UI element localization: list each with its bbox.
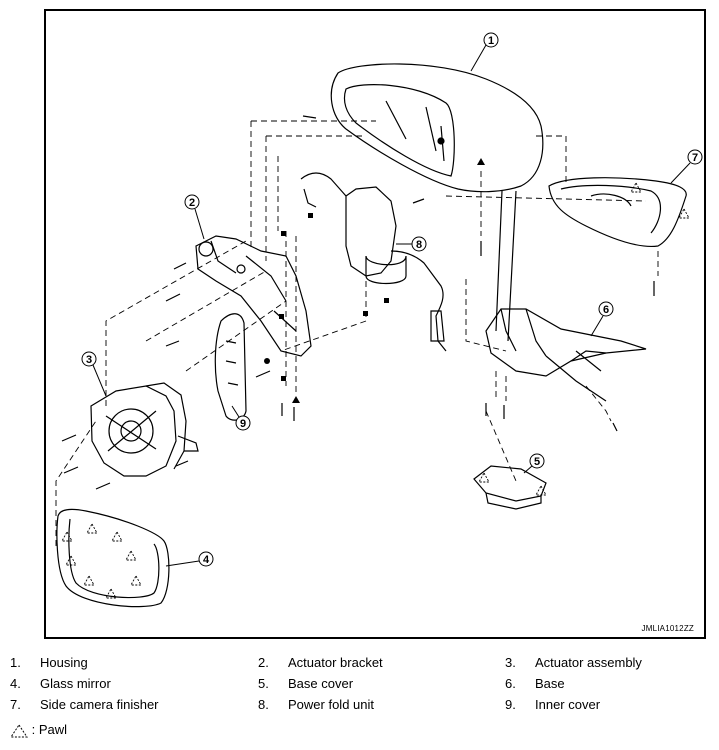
marker-squares xyxy=(264,158,485,403)
callout-labels: 1 2 3 4 5 6 7 8 9 xyxy=(81,32,703,567)
callout-9: 9 xyxy=(231,405,251,431)
callout-6: 6 xyxy=(590,301,614,337)
callout-1: 1 xyxy=(470,32,499,72)
base-drawing xyxy=(485,308,647,402)
assembly-dashed-lines xyxy=(55,120,659,546)
legend-item: 3.Actuator assembly xyxy=(505,655,642,670)
pawl-triangle-icon xyxy=(10,723,28,738)
callout-8: 8 xyxy=(396,236,427,252)
diagram-frame: 1 2 3 4 5 6 7 8 9 JMLIA1012ZZ xyxy=(44,9,706,639)
actuator-bracket-drawing xyxy=(195,235,312,357)
callout-3: 3 xyxy=(81,351,107,397)
svg-text:2: 2 xyxy=(189,197,195,209)
svg-text:4: 4 xyxy=(203,554,210,566)
svg-text:8: 8 xyxy=(416,239,422,251)
actuator-assembly-drawing xyxy=(90,382,199,477)
svg-text:3: 3 xyxy=(86,354,92,366)
glass-mirror-drawing xyxy=(56,508,170,608)
callout-4: 4 xyxy=(165,551,214,567)
legend-item: 4.Glass mirror xyxy=(10,676,111,691)
figure-code: JMLIA1012ZZ xyxy=(641,624,694,633)
legend-item: 7.Side camera finisher xyxy=(10,697,159,712)
inner-cover-drawing xyxy=(214,313,247,421)
side-camera-finisher-drawing xyxy=(548,177,687,248)
base-cover-drawing xyxy=(473,465,547,510)
legend-item: 2.Actuator bracket xyxy=(258,655,383,670)
callout-2: 2 xyxy=(184,194,205,240)
svg-text:6: 6 xyxy=(603,304,609,316)
exploded-view-diagram: 1 2 3 4 5 6 7 8 9 xyxy=(55,32,703,608)
svg-text:1: 1 xyxy=(488,35,494,47)
callout-7: 7 xyxy=(670,149,703,184)
legend-item: 5.Base cover xyxy=(258,676,354,691)
power-fold-unit-drawing xyxy=(300,172,447,352)
legend-item: 1.Housing xyxy=(10,655,88,670)
legend-item: 6.Base xyxy=(505,676,565,691)
housing-drawing xyxy=(330,63,544,342)
svg-text:5: 5 xyxy=(534,456,540,468)
pawl-legend: : Pawl xyxy=(10,722,67,738)
callout-5: 5 xyxy=(523,453,545,474)
screws xyxy=(61,115,655,490)
legend-item: 9.Inner cover xyxy=(505,697,601,712)
pawl-marks xyxy=(61,182,690,599)
svg-text:7: 7 xyxy=(692,152,698,164)
legend-item: 8.Power fold unit xyxy=(258,697,374,712)
pawl-legend-text: : Pawl xyxy=(31,722,68,737)
svg-text:9: 9 xyxy=(240,418,246,430)
